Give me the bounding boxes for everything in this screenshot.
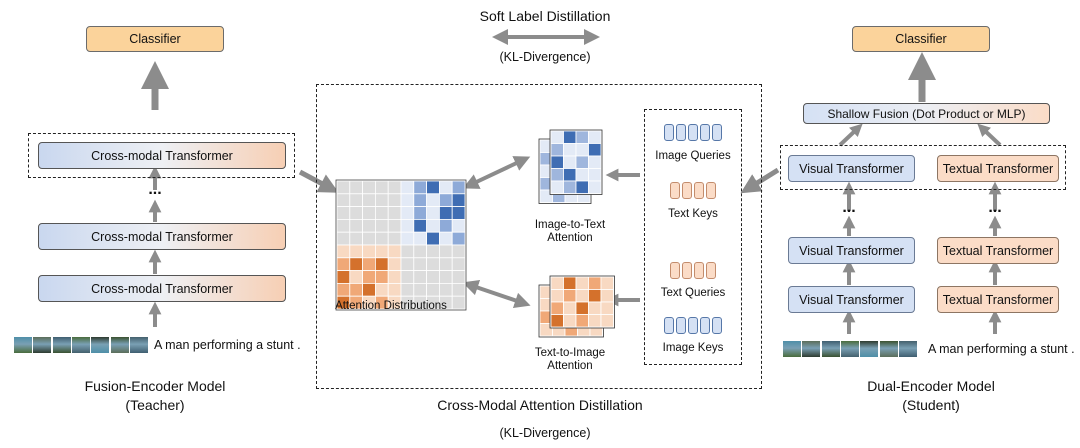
student-textual-to-fusion-arrow [977, 123, 1002, 147]
video-frame-thumbnail [860, 341, 879, 357]
student-visual-transformer-2: Visual Transformer [788, 237, 915, 264]
video-frame-thumbnail [129, 337, 148, 353]
teacher-cross-modal-transformer-1: Cross-modal Transformer [38, 142, 286, 169]
t2i-label-line2: Attention [547, 360, 593, 372]
cross-modal-attention-distillation-title: Cross-Modal Attention Distillation [437, 397, 643, 413]
teacher-ellipsis: ... [148, 181, 162, 198]
teacher-model-title: Fusion-Encoder Model [84, 378, 226, 394]
attention-i2t-double-arrow [462, 156, 531, 189]
text-queries-label: Text Queries [660, 287, 726, 299]
teacher-cross-modal-transformer-2: Cross-modal Transformer [38, 223, 286, 250]
text-queries-tokens [670, 262, 718, 279]
soft-label-distillation-title: Soft Label Distillation [479, 8, 611, 24]
image-keys-label: Image Keys [662, 342, 724, 354]
student-to-qk-arrow [740, 167, 780, 194]
student-visual-to-fusion-arrow [838, 123, 863, 147]
teacher-classifier-box: Classifier [86, 26, 224, 52]
teacher-cross-modal-transformer-3: Cross-modal Transformer [38, 275, 286, 302]
video-frame-thumbnail [110, 337, 129, 353]
student-textual-transformer-1: Textual Transformer [937, 155, 1059, 182]
video-frame-thumbnail [91, 337, 110, 353]
video-frame-thumbnail [14, 337, 32, 353]
text-keys-tokens [670, 182, 718, 199]
student-textual-transformer-3: Textual Transformer [937, 286, 1059, 313]
image-to-text-attention-matrix [538, 129, 603, 204]
video-frame-thumbnail [52, 337, 71, 353]
t2i-label-line1: Text-to-Image [534, 347, 606, 359]
matrix-cell [600, 314, 614, 328]
student-visual-ellipsis: ... [842, 199, 856, 216]
student-model-subtitle: (Student) [902, 397, 960, 413]
i2t-label-line2: Attention [547, 232, 593, 244]
matrix-cell [451, 295, 466, 310]
student-visual-transformer-1: Visual Transformer [788, 155, 915, 182]
image-queries-label: Image Queries [655, 150, 731, 162]
i2t-label-line1: Image-to-Text [534, 219, 606, 231]
student-visual-transformer-3: Visual Transformer [788, 286, 915, 313]
attention-kl-label: (KL-Divergence) [499, 426, 591, 440]
video-frame-thumbnail [802, 341, 821, 357]
student-caption: A man performing a stunt . [928, 342, 1075, 356]
video-frame-thumbnail [821, 341, 840, 357]
image-queries-tokens [664, 124, 724, 141]
attention-distillation-dashed-frame [316, 84, 762, 389]
soft-label-kl-label: (KL-Divergence) [499, 50, 591, 64]
queries-keys-dashed-frame [644, 109, 742, 365]
video-frame-thumbnail [879, 341, 898, 357]
student-classifier-box: Classifier [852, 26, 990, 52]
video-frame-thumbnail [71, 337, 90, 353]
student-textual-transformer-2: Textual Transformer [937, 237, 1059, 264]
student-model-title: Dual-Encoder Model [867, 378, 995, 394]
student-top-dashed-frame [780, 145, 1066, 190]
attention-distributions-label: Attention Distributions [335, 300, 447, 312]
video-frame-thumbnail [840, 341, 859, 357]
teacher-caption: A man performing a stunt . [154, 338, 301, 352]
video-frame-thumbnail [33, 337, 52, 353]
student-textual-ellipsis: ... [988, 199, 1002, 216]
matrix-cell [588, 180, 602, 194]
text-keys-label: Text Keys [668, 208, 718, 220]
teacher-top-dashed-frame [28, 133, 295, 178]
teacher-to-attention-arrow [298, 169, 339, 193]
attention-distribution-matrix [335, 179, 467, 311]
video-frame-thumbnail [898, 341, 917, 357]
shallow-fusion-box: Shallow Fusion (Dot Product or MLP) [803, 103, 1050, 124]
attention-t2i-double-arrow [462, 279, 531, 309]
video-frame-thumbnail [783, 341, 801, 357]
text-to-image-attention-matrix [538, 275, 615, 338]
teacher-model-subtitle: (Teacher) [125, 397, 185, 413]
image-keys-tokens [664, 317, 724, 334]
